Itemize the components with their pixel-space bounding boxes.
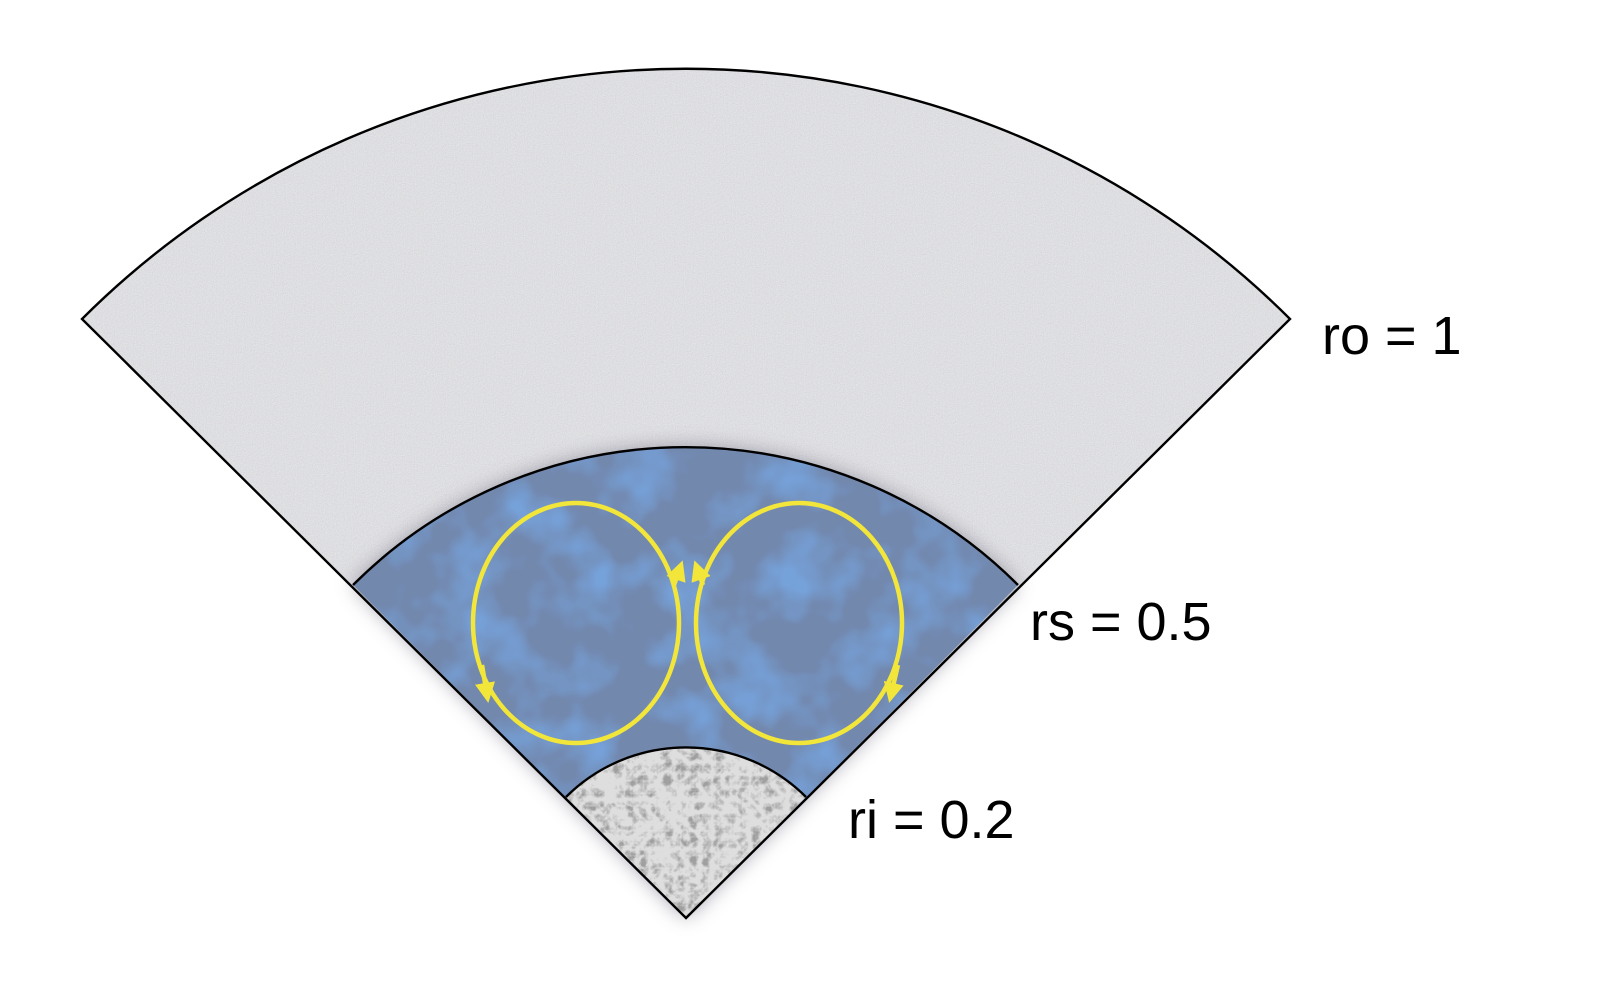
inner-boundary-arc [565, 746, 807, 798]
outer-boundary-line [80, 67, 1292, 920]
right-roll-arrow-up [691, 560, 711, 586]
right-roll-arrow-down [883, 664, 904, 703]
left-convection-roll [470, 500, 682, 746]
left-roll-arrow-up [666, 560, 686, 586]
outer-radius-label: ro = 1 [1322, 306, 1462, 366]
inner-core-region [566, 747, 806, 918]
shell-radius-label: rs = 0.5 [1030, 592, 1212, 652]
shell-boundary-arc [352, 446, 1019, 586]
convection-arrows-icon [470, 500, 905, 746]
left-roll-arrow-down [475, 664, 495, 703]
convective-shell-region [353, 447, 1018, 918]
right-convection-roll [693, 500, 905, 746]
inner-radius-label: ri = 0.2 [848, 790, 1015, 850]
